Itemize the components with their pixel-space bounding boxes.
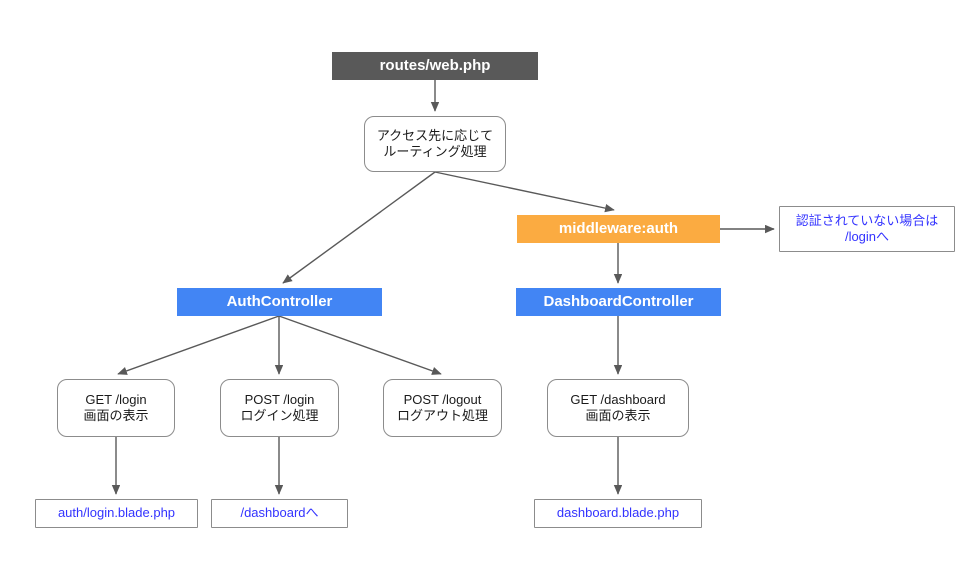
edge-authcontroller-to-postlogout: [278, 315, 442, 375]
get-login-node-label: GET /login 画面の表示: [83, 391, 149, 423]
auth-login-blade-node-label: auth/login.blade.php: [57, 505, 176, 521]
edge-routing-to-authcontroller: [282, 171, 436, 284]
dashboard-blade-node[interactable]: dashboard.blade.php: [534, 499, 702, 528]
dashboard-redirect-node[interactable]: /dashboardへ: [211, 499, 348, 528]
routing-process-node-label: アクセス先に応じて ルーティング処理: [376, 127, 494, 159]
middleware-auth-node-label: middleware:auth: [558, 219, 679, 237]
routing-process-node[interactable]: アクセス先に応じて ルーティング処理: [364, 116, 506, 172]
dashboard-controller-node[interactable]: DashboardController: [516, 288, 721, 316]
get-dashboard-node[interactable]: GET /dashboard 画面の表示: [547, 379, 689, 437]
auth-controller-node-label: AuthController: [226, 292, 333, 310]
auth-redirect-note[interactable]: 認証されていない場合は /loginへ: [779, 206, 955, 252]
routes-web-php-node-label: routes/web.php: [379, 56, 491, 74]
dashboard-blade-node-label: dashboard.blade.php: [556, 505, 680, 521]
middleware-auth-node[interactable]: middleware:auth: [517, 215, 720, 243]
get-login-node[interactable]: GET /login 画面の表示: [57, 379, 175, 437]
post-logout-node-label: POST /logout ログアウト処理: [396, 391, 488, 423]
edge-authcontroller-to-getlogin: [117, 315, 280, 375]
auth-login-blade-node[interactable]: auth/login.blade.php: [35, 499, 198, 528]
edge-routing-to-middleware: [434, 171, 615, 213]
post-login-node-label: POST /login ログイン処理: [240, 391, 319, 423]
auth-redirect-note-label: 認証されていない場合は /loginへ: [795, 212, 939, 244]
post-login-node[interactable]: POST /login ログイン処理: [220, 379, 339, 437]
dashboard-controller-node-label: DashboardController: [543, 292, 694, 310]
dashboard-redirect-node-label: /dashboardへ: [240, 505, 319, 521]
auth-controller-node[interactable]: AuthController: [177, 288, 382, 316]
routes-web-php-node[interactable]: routes/web.php: [332, 52, 538, 80]
post-logout-node[interactable]: POST /logout ログアウト処理: [383, 379, 502, 437]
get-dashboard-node-label: GET /dashboard 画面の表示: [570, 391, 666, 423]
